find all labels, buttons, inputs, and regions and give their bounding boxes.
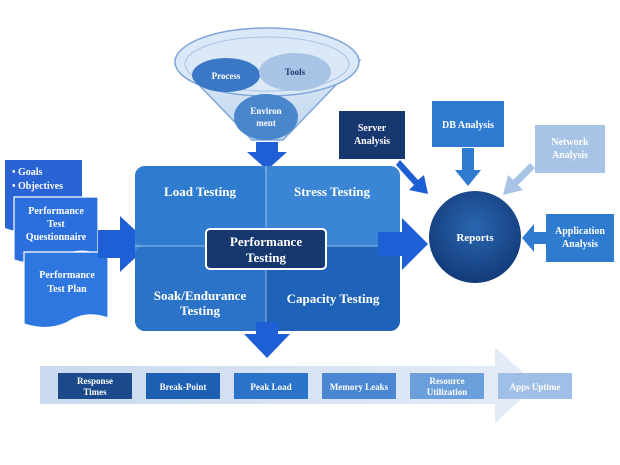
metric-peak-load-label: Peak Load (250, 382, 291, 392)
performance-testing-line1: Performance (230, 234, 302, 249)
db-analysis-box (432, 101, 504, 147)
stress-testing-cell (266, 166, 400, 246)
metric-break-point-label: Break-Point (160, 382, 207, 392)
metric-apps-uptime-label: Apps Uptime (510, 382, 561, 392)
docs-right-arrow (98, 216, 150, 272)
metric-memory-leaks (322, 373, 396, 399)
server-analysis-line2: Analysis (354, 136, 390, 147)
db-analysis-label: DB Analysis (442, 120, 494, 131)
objectives-label: • Objectives (12, 181, 63, 192)
grid-to-reports-arrow (378, 218, 428, 270)
network-analysis-line1: Network (551, 137, 589, 148)
load-testing-cell (135, 166, 266, 246)
metric-response-times (58, 373, 132, 399)
metric-response-times-line2: Times (83, 387, 107, 397)
goals-label: • Goals (12, 167, 43, 178)
reports-disc (429, 191, 521, 283)
funnel-ment-label: ment (256, 118, 276, 128)
application-analysis-line2: Analysis (562, 239, 598, 250)
funnel-down-arrow (247, 142, 287, 170)
test-plan-doc (23, 251, 109, 329)
metric-resource-utilization-line2: Utilization (427, 387, 468, 397)
application-analysis-line1: Application (555, 226, 605, 237)
server-analysis-box (339, 111, 405, 159)
network-arrow (503, 163, 535, 195)
db-arrow (455, 148, 481, 186)
metric-peak-load (234, 373, 308, 399)
metrics-row: Response Times Break-Point Peak Load Mem… (58, 373, 572, 399)
grid-down-arrow (244, 322, 290, 358)
reports-label: Reports (456, 232, 494, 244)
metric-response-times-line1: Response (77, 376, 113, 386)
funnel-environ-label: Environ (250, 106, 281, 116)
testing-grid: Load Testing Stress Testing Soak/Enduran… (135, 166, 400, 331)
funnel-process-label: Process (212, 71, 241, 81)
metric-memory-leaks-label: Memory Leaks (330, 382, 389, 392)
soak-testing-label-line1: Soak/Endurance (154, 288, 247, 303)
funnel-tools-label: Tools (285, 67, 306, 77)
report-sources: Server Analysis DB Analysis Network Anal… (339, 101, 614, 262)
questionnaire-line2: Test (47, 219, 65, 230)
stress-testing-label: Stress Testing (294, 184, 370, 199)
application-analysis-box (546, 214, 614, 262)
performance-testing-box (205, 228, 327, 270)
capacity-testing-label: Capacity Testing (287, 291, 380, 306)
test-plan-line1: Performance (39, 270, 95, 281)
metric-break-point (146, 373, 220, 399)
server-analysis-line1: Server (358, 123, 387, 134)
network-analysis-box (535, 125, 605, 173)
questionnaire-line1: Performance (28, 206, 84, 217)
funnel-inner-rim (184, 36, 350, 92)
funnel-input-environment (234, 94, 298, 140)
network-analysis-line2: Analysis (552, 150, 588, 161)
funnel-input-tools (259, 53, 331, 91)
performance-testing-line2: Testing (246, 250, 286, 265)
funnel: Process Tools Environ ment (173, 27, 362, 141)
questionnaire-line3: Questionnaire (26, 232, 87, 243)
metric-resource-utilization (410, 373, 484, 399)
metric-resource-utilization-line1: Resource (429, 376, 464, 386)
load-testing-label: Load Testing (164, 184, 236, 199)
left-documents: • Goals • Objectives Performance Test Qu… (5, 160, 109, 329)
metric-apps-uptime (498, 373, 572, 399)
application-arrow (522, 224, 546, 252)
soak-testing-label-line2: Testing (180, 303, 220, 318)
server-arrow (396, 160, 428, 194)
funnel-input-process (192, 58, 260, 92)
test-plan-line2: Test Plan (47, 284, 87, 295)
